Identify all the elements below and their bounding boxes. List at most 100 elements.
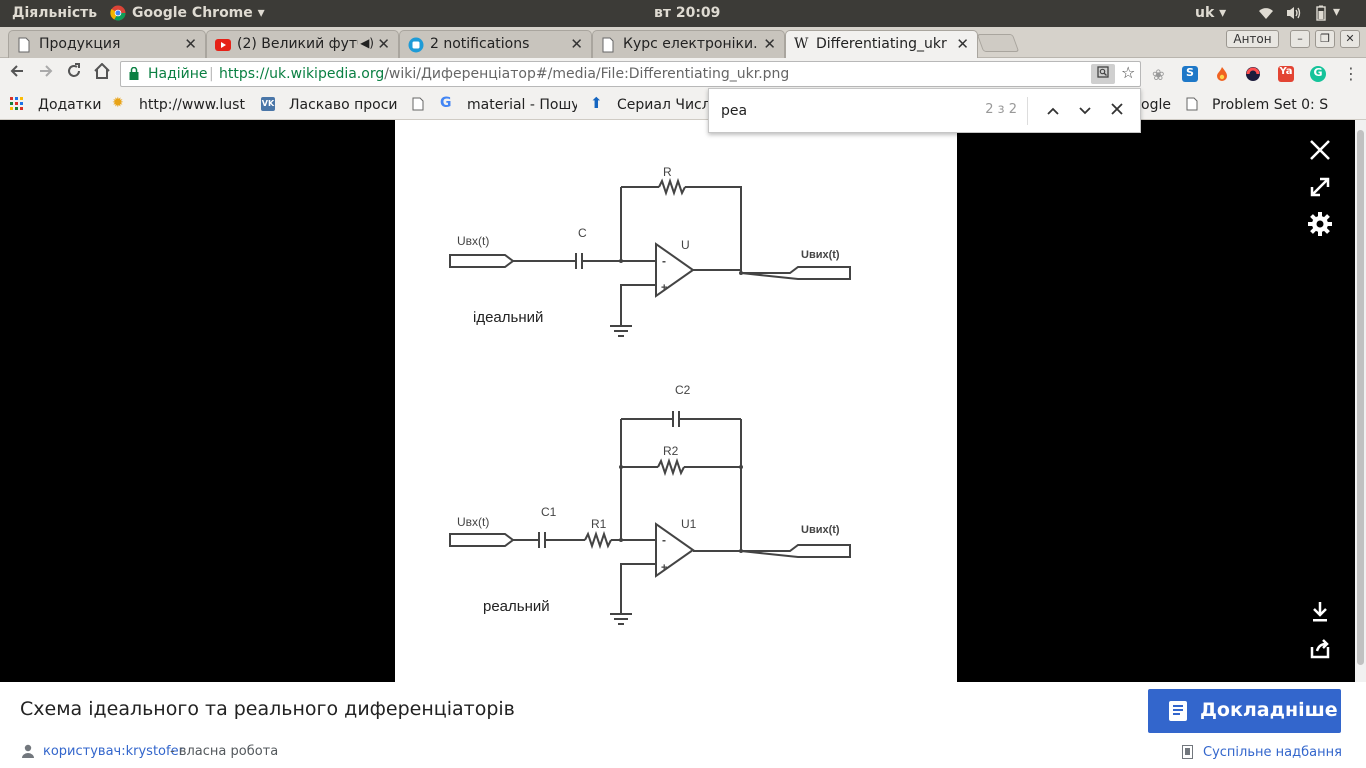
close-icon[interactable]: ✕ (184, 35, 197, 53)
bookmark-material-search[interactable]: material - Пошук (467, 97, 577, 113)
chevron-down-icon (1079, 107, 1091, 115)
ideal-input-label: Uвх(t) (457, 234, 489, 248)
close-icon[interactable]: ✕ (763, 35, 776, 53)
more-details-label: Докладніше (1200, 699, 1338, 721)
real-opamp-label: U1 (681, 517, 697, 531)
fire-extension-icon[interactable] (1214, 66, 1230, 82)
close-icon[interactable]: ✕ (570, 35, 583, 53)
reload-button[interactable] (63, 63, 85, 85)
volume-icon[interactable] (1286, 6, 1302, 24)
grammarly-extension-icon[interactable]: G (1310, 66, 1326, 82)
chevron-down-icon: ▾ (1219, 5, 1227, 21)
scrollbar[interactable] (1355, 120, 1366, 682)
clock[interactable]: вт 20:09 (654, 5, 721, 21)
bookmark-serial-chisla[interactable]: Сериал Числа (617, 97, 709, 113)
arrow-right-icon (40, 65, 53, 77)
audio-playing-icon[interactable]: ◀) (360, 36, 374, 50)
minimize-button[interactable]: – (1290, 30, 1310, 48)
download-button[interactable] (1306, 598, 1334, 626)
settings-button[interactable] (1306, 210, 1334, 238)
app-menu[interactable]: Google Chrome ▾ (132, 5, 265, 21)
back-button[interactable] (6, 63, 28, 85)
ya-extension-icon[interactable]: Ya (1278, 66, 1294, 82)
license-icon (1182, 745, 1193, 759)
find-input[interactable] (721, 101, 971, 121)
url-text[interactable]: https://uk.wikipedia.org/wiki/Диференціа… (219, 66, 790, 82)
forward-button[interactable] (35, 63, 57, 85)
url-separator: | (209, 66, 214, 82)
address-bar[interactable]: Надійне | https://uk.wikipedia.org/wiki/… (120, 61, 1141, 87)
tab-title: Курс електроніки. Л (623, 36, 758, 52)
chevron-down-icon: ▾ (257, 5, 265, 21)
ideal-r-label: R (663, 165, 672, 179)
find-in-page-icon[interactable] (1091, 64, 1115, 84)
bookmark-problem-set[interactable]: Problem Set 0: S (1212, 97, 1329, 113)
tab-notifications[interactable]: 2 notifications ✕ (399, 30, 592, 58)
find-bar: 2 з 2 (708, 88, 1141, 133)
real-output-label: Uвих(t) (801, 524, 840, 536)
find-next-button[interactable] (1073, 99, 1097, 123)
tab-youtube[interactable]: (2) Великий футб ◀) ✕ (206, 30, 399, 58)
ideal-opamp-label: U (681, 238, 690, 252)
real-r1-label: R1 (591, 517, 607, 531)
profile-button[interactable]: Антон (1226, 30, 1279, 48)
bookmark-lust[interactable]: http://www.lust (139, 97, 245, 113)
circuit-image: Uвх(t) C R U - + Uвих(t) ідеальний Uвх(t… (395, 120, 957, 682)
find-close-button[interactable] (1105, 99, 1129, 123)
author-link[interactable]: користувач:krystofer (43, 744, 184, 759)
image-details-bar: Схема ідеального та реального диференціа… (0, 682, 1366, 768)
license-link[interactable]: Суспільне надбання (1203, 745, 1342, 760)
reload-icon (68, 63, 80, 77)
keyboard-layout-menu[interactable]: uk ▾ (1195, 5, 1227, 21)
tab-strip: Продукция ✕ (2) Великий футб ◀) ✕ 2 noti… (0, 27, 1366, 58)
document-icon[interactable] (412, 97, 426, 111)
activities-button[interactable]: Діяльність (12, 5, 98, 21)
file-text-icon (1168, 700, 1188, 722)
tab-title: Продукция (39, 36, 121, 52)
maximize-button[interactable]: ❐ (1315, 30, 1335, 48)
paw-extension-icon[interactable]: ❀ (1152, 66, 1165, 84)
window-close-button[interactable]: ✕ (1340, 30, 1360, 48)
share-button[interactable] (1306, 635, 1334, 663)
battery-icon[interactable] (1316, 5, 1326, 25)
tab-differentiating[interactable]: W Differentiating_ukr ✕ (785, 30, 978, 58)
close-viewer-button[interactable] (1306, 136, 1334, 164)
secure-label[interactable]: Надійне (148, 66, 208, 82)
differentiator-schematic: Uвх(t) C R U - + Uвих(t) ідеальний Uвх(t… (449, 165, 851, 625)
close-icon[interactable]: ✕ (377, 35, 390, 53)
bookmark-laskavo[interactable]: Ласкаво проси (289, 97, 397, 113)
real-r2-label: R2 (663, 444, 679, 458)
share-icon (1310, 639, 1330, 659)
own-work-text: - власна робота (170, 744, 279, 759)
swirl-extension-icon[interactable] (1245, 66, 1261, 82)
home-button[interactable] (91, 62, 113, 85)
system-top-bar: Діяльність Google Chrome ▾ вт 20:09 uk ▾… (0, 0, 1366, 27)
bookmark-star-icon[interactable]: ☆ (1121, 63, 1136, 82)
scrollbar-thumb[interactable] (1357, 130, 1364, 665)
new-tab-button[interactable] (976, 34, 1020, 52)
find-previous-button[interactable] (1041, 99, 1065, 123)
real-plus-sign: + (661, 562, 667, 574)
more-details-button[interactable]: Докладніше (1148, 689, 1341, 733)
tab-title: (2) Великий футб (237, 36, 358, 52)
tab-produktsiya[interactable]: Продукция ✕ (8, 30, 206, 58)
fullscreen-button[interactable] (1306, 173, 1334, 201)
lock-icon[interactable] (129, 66, 139, 80)
real-minus-sign: - (662, 533, 666, 547)
wifi-icon[interactable] (1258, 6, 1274, 24)
media-viewer: Uвх(t) C R U - + Uвих(t) ідеальний Uвх(t… (0, 120, 1366, 682)
bookmarks-bar: Додатки ✹ http://www.lust VK Ласкаво про… (0, 91, 1366, 120)
close-icon[interactable]: ✕ (956, 35, 969, 53)
close-icon (1310, 140, 1330, 160)
bookmark-apps[interactable]: Додатки (38, 97, 102, 113)
expand-icon (1310, 177, 1330, 197)
chrome-menu-icon[interactable]: ⋮ (1343, 64, 1359, 83)
system-menu-arrow[interactable]: ▾ (1333, 4, 1341, 20)
google-icon: G (440, 95, 452, 111)
gear-icon (1308, 212, 1332, 236)
bookmark-google[interactable]: ogle (1141, 97, 1171, 113)
real-caption: реальний (483, 598, 550, 615)
user-icon (22, 744, 34, 758)
tab-electronics-course[interactable]: Курс електроніки. Л ✕ (592, 30, 785, 58)
skype-extension-icon[interactable]: S (1182, 66, 1198, 82)
